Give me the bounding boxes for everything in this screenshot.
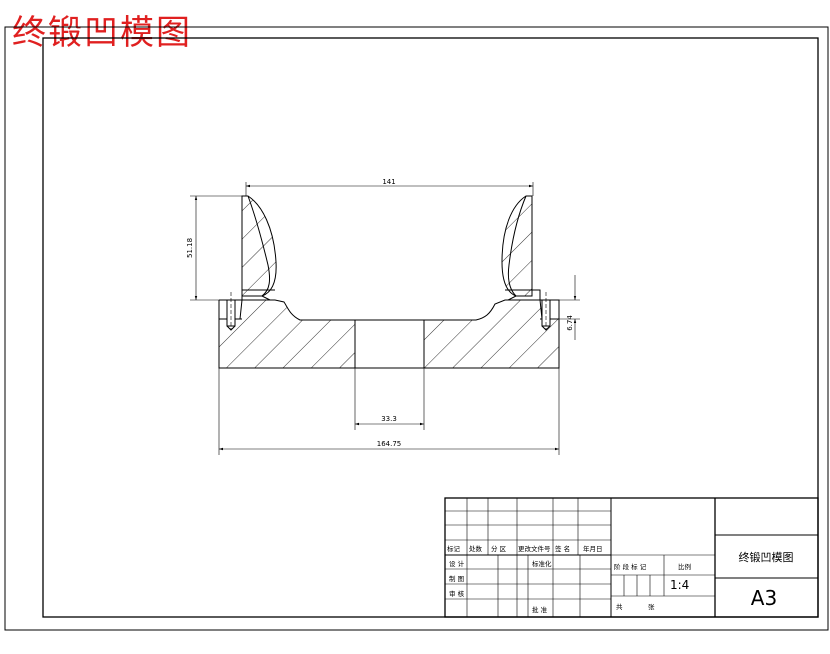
label-design: 设 计	[449, 559, 465, 568]
label-change-doc: 更改文件号	[518, 544, 551, 553]
left-wall-section	[241, 195, 277, 297]
outer-border	[4, 26, 829, 631]
scale-value: 1:4	[670, 578, 689, 592]
sheet-size: A3	[751, 586, 777, 610]
drawing-name: 终锻凹模图	[739, 550, 794, 564]
label-review: 审 核	[449, 589, 465, 598]
dim-bore: 33.3	[381, 415, 397, 423]
label-count: 处数	[469, 544, 483, 553]
title-block-text: 标记 处数 分 区 更改文件号 签 名 年月日 设 计 标准化 制 图 审 核 …	[447, 544, 794, 614]
die-section	[218, 195, 560, 369]
dim-right-small: 6.74	[566, 315, 574, 331]
label-scale: 比例	[678, 562, 691, 571]
label-stage-mark: 阶 段 标 记	[614, 562, 647, 571]
dimensions	[190, 182, 580, 455]
right-wall-section	[501, 195, 533, 297]
label-draw: 制 图	[449, 574, 464, 583]
dim-base-width: 164.75	[377, 440, 402, 448]
label-sheet: 张	[648, 602, 655, 611]
page-title: 终锻凹模图	[12, 13, 192, 53]
central-bore	[354, 319, 425, 369]
base-left-section	[218, 299, 356, 369]
label-mark: 标记	[447, 544, 461, 553]
label-total: 共	[616, 602, 623, 611]
label-sign: 签 名	[555, 544, 570, 553]
label-date: 年月日	[583, 544, 603, 553]
base-right-section	[423, 299, 560, 369]
label-standardize: 标准化	[532, 559, 552, 568]
dim-top-width: 141	[382, 178, 395, 186]
inner-border	[42, 37, 819, 618]
dim-left-height: 51.18	[186, 238, 194, 258]
label-approve: 批 准	[532, 605, 548, 614]
title-block	[444, 497, 819, 618]
label-zone: 分 区	[491, 544, 507, 553]
